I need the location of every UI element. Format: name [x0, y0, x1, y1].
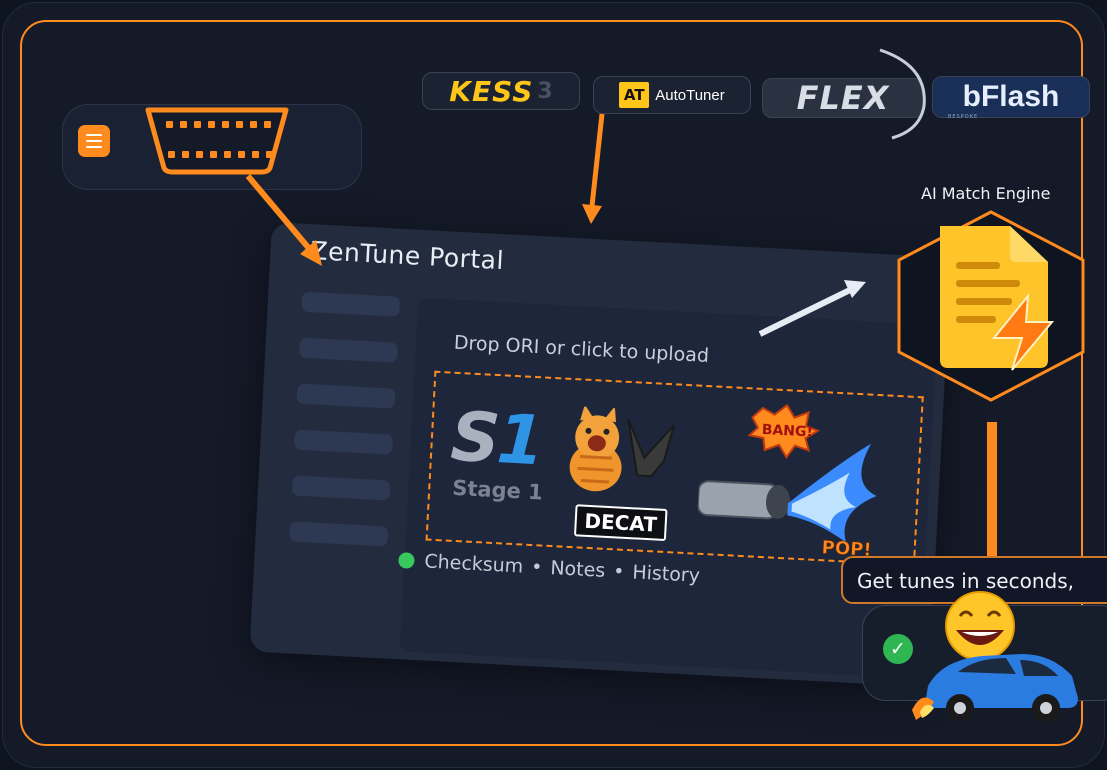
notes-link[interactable]: Notes [549, 557, 606, 582]
flex-swoosh-icon [879, 48, 926, 140]
portal-title: ZenTune Portal [309, 236, 505, 276]
sidebar-item-4[interactable] [294, 429, 394, 455]
accent-border [20, 20, 1083, 746]
sidebar-item-5[interactable] [291, 475, 391, 501]
autotuner-label: AutoTuner [655, 86, 725, 104]
portal-card: ZenTune Portal Drop ORI or click to uplo… [249, 222, 952, 687]
stage1-badge: S1 [448, 397, 544, 482]
kess3-label: KESS [449, 74, 534, 108]
status-dot-icon [398, 552, 415, 569]
tooltip-text: Get tunes in seconds, [857, 569, 1074, 593]
history-link[interactable]: History [631, 561, 701, 587]
separator: • [530, 556, 543, 579]
ai-document-icon[interactable] [932, 222, 1057, 372]
autotuner-badge: AT [619, 82, 650, 108]
autotuner-logo[interactable]: AT AutoTuner [593, 76, 751, 114]
bflash-sub-label: BESPOKE [948, 114, 979, 120]
separator: • [612, 560, 625, 583]
sidebar-item-6[interactable] [289, 521, 389, 547]
sidebar-item-1[interactable] [301, 291, 401, 317]
menu-button[interactable] [78, 125, 110, 157]
decat-badge: DECAT [573, 504, 668, 542]
stage1-label: Stage 1 [451, 475, 544, 505]
kess3-logo[interactable]: KESS 3 [422, 72, 580, 110]
check-icon: ✓ [883, 634, 913, 664]
sidebar-item-2[interactable] [298, 337, 398, 363]
bang-text: BANG! [761, 422, 813, 441]
cat-icon [569, 405, 675, 492]
flex-logo[interactable]: FLEX [762, 78, 924, 118]
sidebar-item-3[interactable] [296, 383, 396, 409]
obd-port-icon [145, 107, 289, 175]
bflash-logo[interactable]: bFlash [932, 76, 1090, 118]
kess3-suffix: 3 [537, 78, 553, 104]
connector-line [987, 422, 997, 598]
emoji-car-mascot-icon [912, 591, 1078, 722]
bflash-label: bFlash [962, 80, 1060, 113]
ai-engine-label: AI Match Engine [914, 181, 1058, 206]
exhaust-flame-icon: BANG! POP! [696, 403, 877, 561]
flex-label: FLEX [796, 79, 890, 117]
